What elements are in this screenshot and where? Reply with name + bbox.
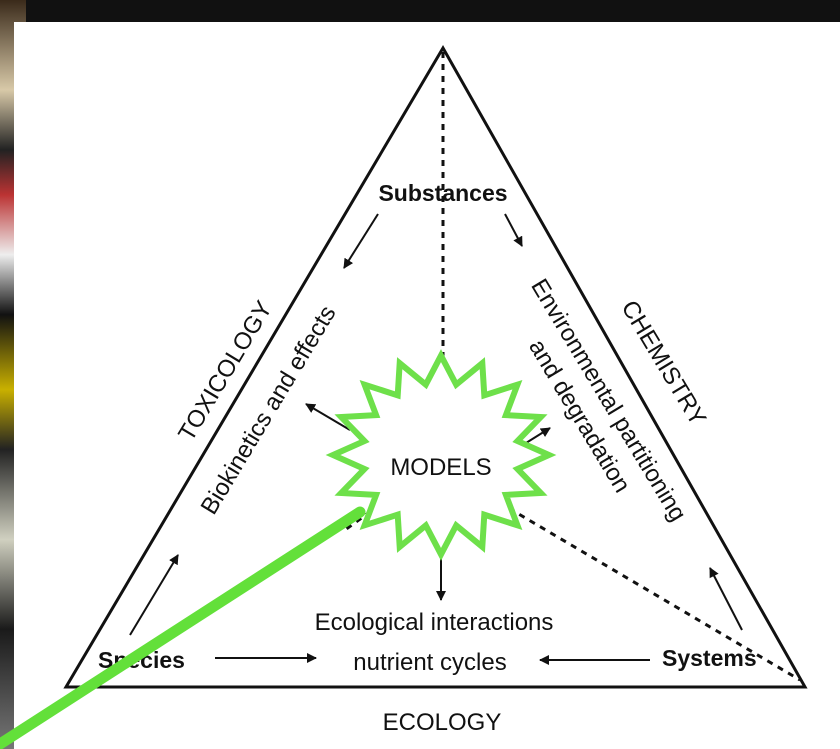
dashed-line-right — [477, 488, 801, 682]
arrow-substances-to-partitioning — [504, 213, 523, 247]
corner-label-substances: Substances — [378, 180, 507, 206]
side-label-ecology: ECOLOGY — [383, 709, 502, 736]
corner-label-systems: Systems — [662, 645, 757, 671]
center-label-models: MODELS — [390, 454, 491, 481]
label-nutrient-cycles: nutrient cycles — [353, 649, 506, 676]
triangle-outline — [63, 45, 808, 689]
label-ecological-interactions: Ecological interactions — [315, 609, 554, 636]
models-starburst — [325, 349, 557, 561]
arrow-species-up — [129, 554, 179, 636]
arrow-substances-to-biokinetics — [343, 213, 379, 269]
green-pointer-line — [0, 506, 366, 749]
arrow-models-to-left — [305, 403, 351, 431]
arrow-systems-up — [709, 567, 743, 631]
